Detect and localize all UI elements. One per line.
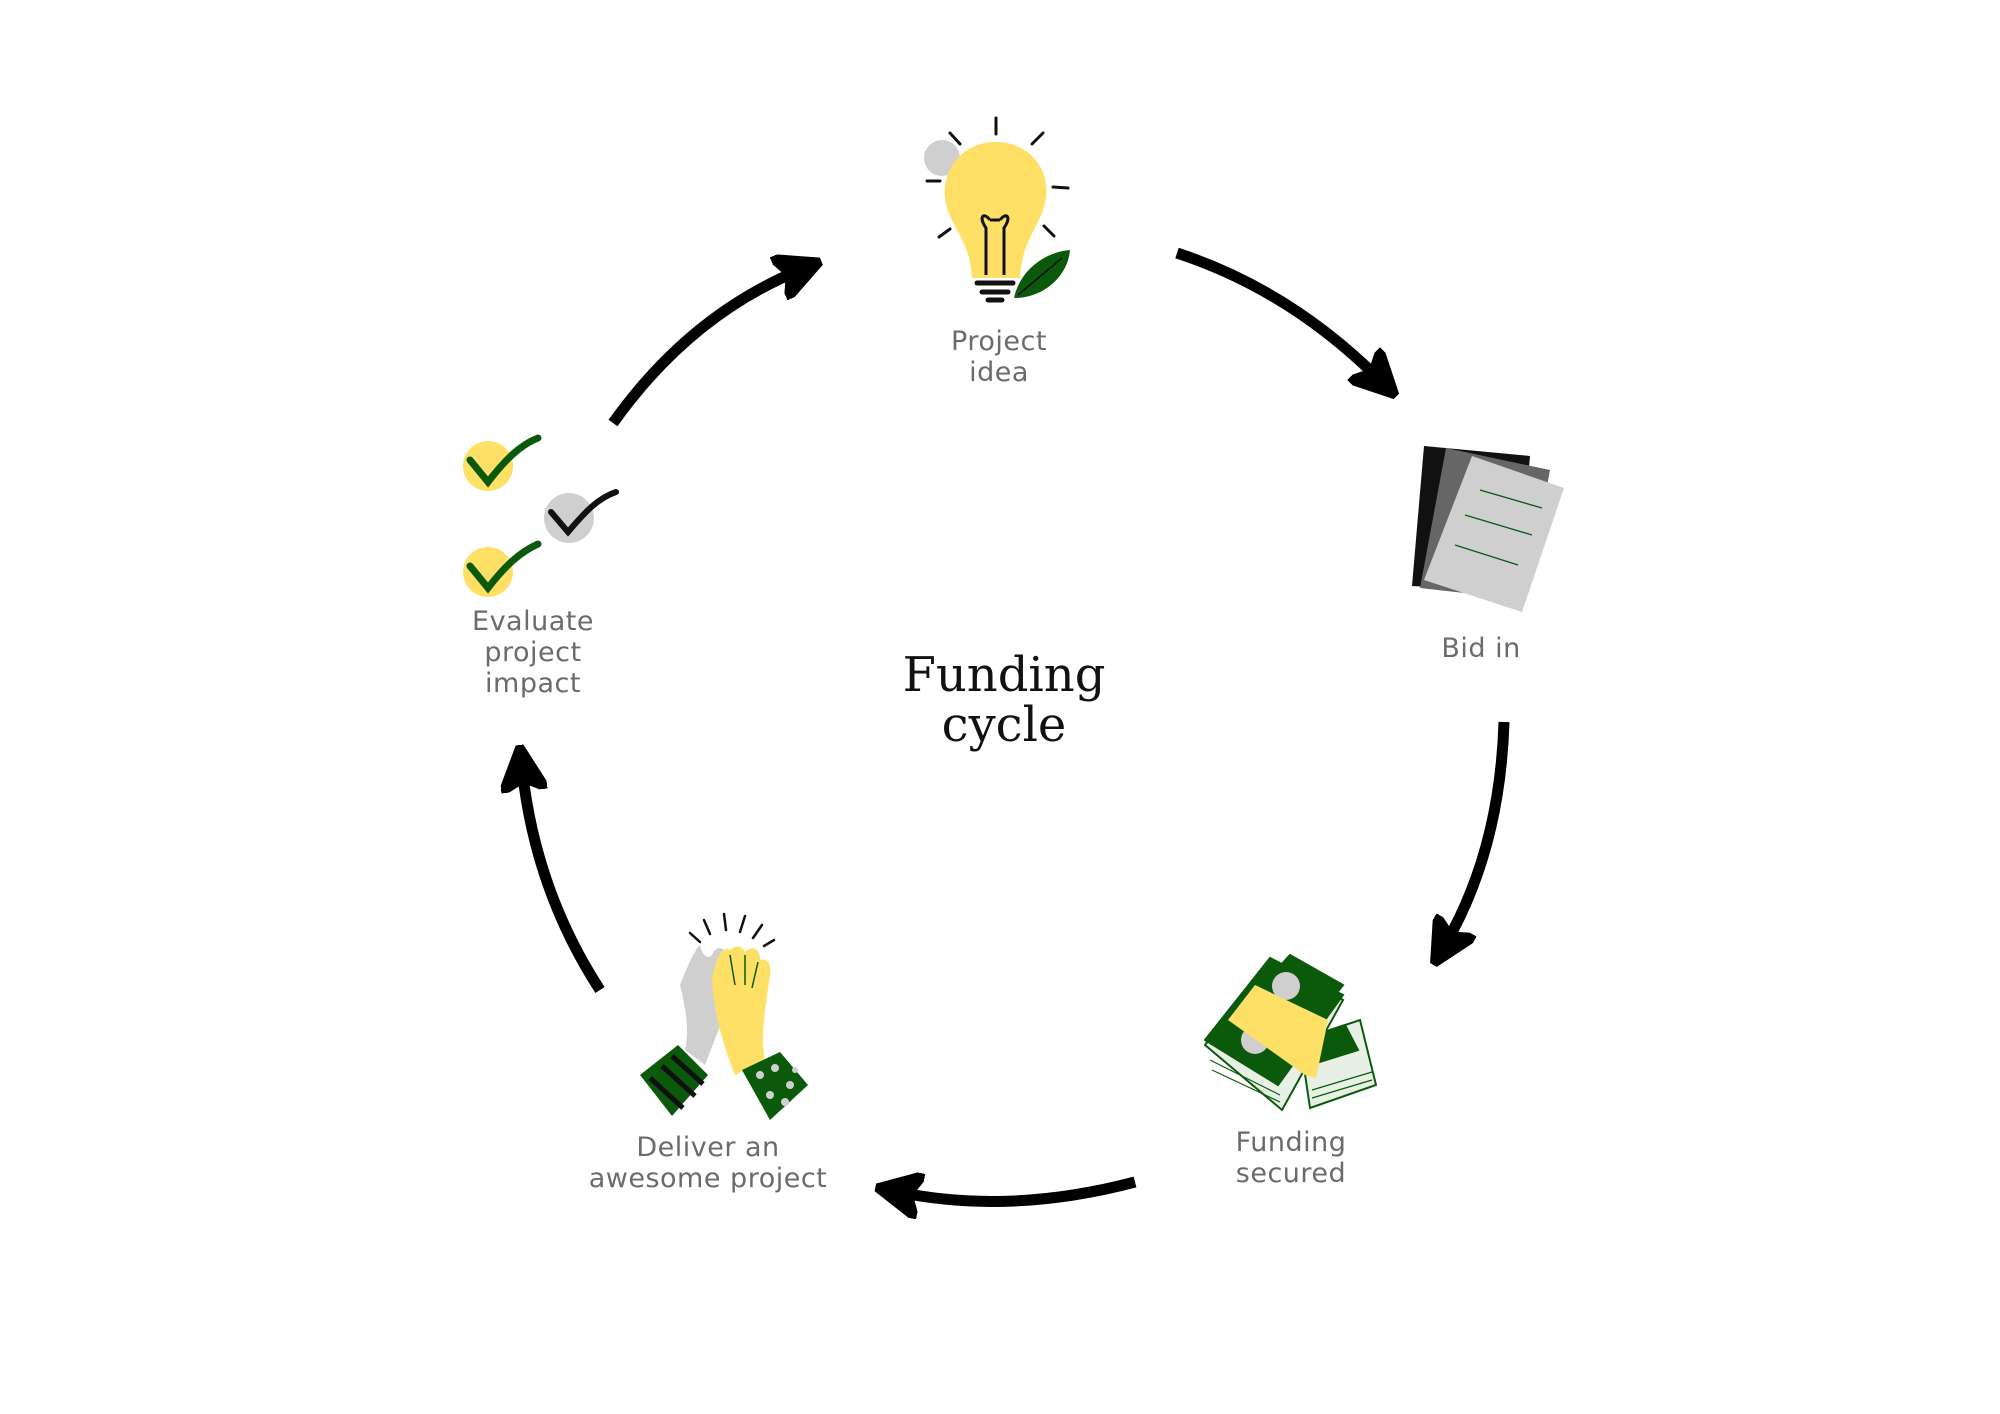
label-line: Bid in xyxy=(1441,633,1521,664)
step-label-bid-in: Bid in xyxy=(1441,633,1520,664)
step-label-deliver-project: Deliver an awesome project xyxy=(589,1132,828,1194)
label-line: secured xyxy=(1235,1158,1347,1189)
diagram-title: Funding cycle xyxy=(903,650,1106,750)
arrow-bid-to-funding xyxy=(1445,721,1510,945)
label-line: Evaluate xyxy=(472,606,594,637)
title-line-1: Funding xyxy=(902,647,1106,703)
step-label-funding-secured: Funding secured xyxy=(1236,1127,1347,1189)
arrow-deliver-to-evaluate xyxy=(522,768,605,993)
label-line: project xyxy=(484,637,582,668)
step-label-project-idea: Project idea xyxy=(951,326,1047,388)
title-line-2: cycle xyxy=(941,697,1067,753)
label-line: Project xyxy=(951,326,1047,357)
label-line: impact xyxy=(485,668,581,699)
arrow-funding-to-deliver xyxy=(898,1182,1137,1201)
arrow-idea-to-bid xyxy=(1175,247,1380,380)
label-line: idea xyxy=(969,357,1029,388)
label-line: awesome project xyxy=(588,1163,828,1194)
label-line: Deliver an xyxy=(636,1132,780,1163)
step-label-evaluate-impact: Evaluate project impact xyxy=(472,606,594,699)
label-line: Funding xyxy=(1235,1127,1347,1158)
arrow-evaluate-to-idea xyxy=(608,270,800,427)
